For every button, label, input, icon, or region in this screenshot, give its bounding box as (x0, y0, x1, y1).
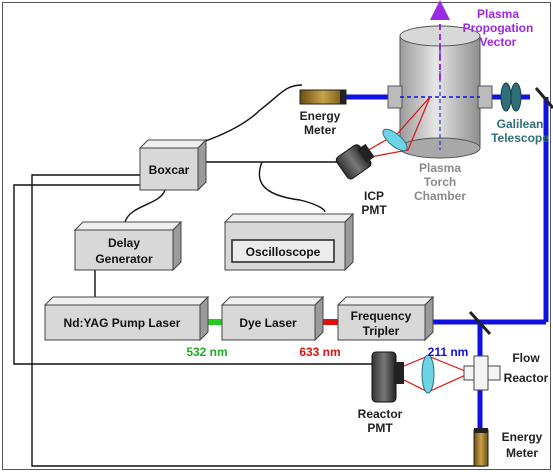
cable-boxcar-delay (124, 189, 166, 223)
delay-generator-box (73, 220, 183, 272)
mirror-bottom (468, 310, 492, 336)
galilean-telescope (500, 82, 522, 112)
svg-text:Reactor: Reactor (504, 371, 549, 385)
dye-laser-box (220, 295, 325, 342)
icp-pmt (335, 143, 375, 180)
svg-text:Chamber: Chamber (414, 189, 466, 203)
svg-text:Flow: Flow (512, 351, 540, 365)
flow-reactor-label: Flow Reactor (504, 351, 549, 385)
svg-text:Plasma: Plasma (419, 161, 461, 175)
ndyag-laser-box (43, 295, 210, 342)
svg-text:Propogation: Propogation (463, 21, 534, 35)
boxcar-box (138, 138, 208, 192)
flow-reactor (463, 355, 501, 391)
svg-text:PMT: PMT (361, 203, 387, 217)
wavelength-211-label: 211 nm (428, 345, 469, 359)
svg-text:Energy: Energy (300, 109, 341, 123)
svg-text:Torch: Torch (424, 175, 456, 189)
oscilloscope-label: Oscilloscope (246, 245, 321, 259)
mirror-top-right (534, 87, 553, 109)
svg-text:Meter: Meter (304, 123, 336, 137)
dye-laser-label: Dye Laser (239, 316, 297, 330)
energy-meter-top (299, 89, 347, 105)
reactor-collection-optics (403, 354, 471, 394)
svg-text:Vector: Vector (480, 35, 517, 49)
reactor-pmt-label: Reactor PMT (358, 407, 403, 435)
boxcar-label: Boxcar (149, 163, 190, 177)
svg-text:Plasma: Plasma (477, 7, 519, 21)
oscilloscope-box (223, 212, 355, 272)
frequency-tripler-box (336, 295, 435, 342)
delay-generator-label-1: Delay (108, 236, 140, 250)
reactor-pmt (371, 351, 404, 403)
tripler-label-2: Tripler (363, 324, 400, 338)
galilean-telescope-label: Galilean Telescope (491, 117, 549, 145)
cable-boxcar-scope (258, 161, 326, 213)
svg-text:Galilean: Galilean (497, 117, 544, 131)
cable-outer-loop (31, 174, 485, 467)
icp-pmt-label: ICP PMT (361, 189, 387, 217)
svg-text:Telescope: Telescope (491, 131, 549, 145)
wavelength-633-label: 633 nm (299, 345, 340, 359)
svg-text:Reactor: Reactor (358, 407, 403, 421)
wavelength-532-label: 532 nm (186, 345, 227, 359)
ndyag-label: Nd:YAG Pump Laser (64, 316, 181, 330)
energy-meter-top-label: Energy Meter (300, 109, 341, 137)
plasma-vector-label: Plasma Propogation Vector (463, 7, 534, 49)
plasma-chamber-label: Plasma Torch Chamber (414, 161, 466, 203)
svg-text:Meter: Meter (506, 446, 538, 460)
energy-meter-bottom (473, 428, 489, 467)
icp-collection-optics (364, 96, 431, 159)
cable-reactor-pmt (13, 184, 372, 365)
svg-text:ICP: ICP (364, 189, 384, 203)
energy-meter-bottom-label: Energy Meter (502, 430, 543, 460)
svg-text:Energy: Energy (502, 430, 543, 444)
tripler-label-1: Frequency (351, 309, 412, 323)
delay-generator-label-2: Generator (95, 252, 153, 266)
svg-text:PMT: PMT (367, 421, 393, 435)
